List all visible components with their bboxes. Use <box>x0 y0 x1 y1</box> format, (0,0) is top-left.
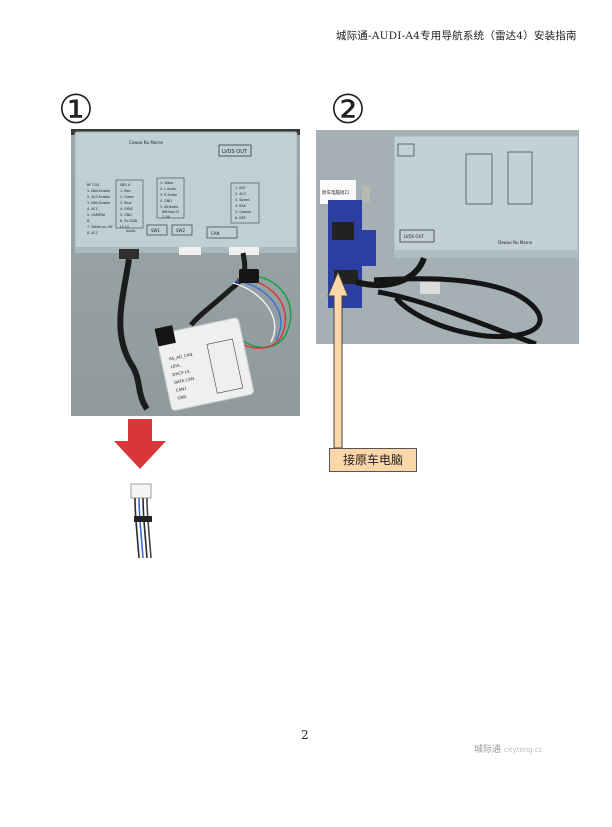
photo-navigation-box-2: LVDS OUT Dewoo Nu Marne 原车电脑接口 <box>316 130 579 344</box>
photo1-col2-0: SBD A <box>120 183 131 187</box>
photo2-sticker-label: 原车电脑接口 <box>322 189 349 196</box>
photo1-col1-1: 1. NAV-Enable <box>87 189 110 193</box>
up-arrow-icon <box>327 270 349 449</box>
photo1-col1-6: 6. <box>87 219 90 223</box>
photo1-usb-line-2: DHCP LS <box>172 369 190 378</box>
photo1-usb-line-1: LEVL <box>170 362 181 369</box>
photo1-btn2: SW2 <box>176 228 185 233</box>
photo1-lvds-label: LVDS OUT <box>222 149 248 155</box>
down-arrow-icon <box>114 419 166 469</box>
photo1-col2-3: 3. Blue <box>120 201 132 205</box>
callout-label-connect-original-computer: 接原车电脑 <box>329 448 417 472</box>
photo-navigation-box-1: Cowoo Nu Marne LVDS OUT RF CUS 1. NAV-En… <box>71 129 300 416</box>
photo2-lvds-label: LVDS OUT <box>404 234 424 239</box>
photo1-btn1: SW1 <box>151 228 160 233</box>
photo1-col4-4: 5. Groove <box>235 210 251 214</box>
photo1-col2-2: 2. Green <box>120 195 134 199</box>
photo1-col3-4: 5. KiHardie <box>160 205 178 209</box>
step-number-1: ① <box>58 87 94 133</box>
photo1-col1-3: 3. NAV-Enable <box>87 201 110 205</box>
photo1-col1-5: 5. CAMERA <box>87 213 106 217</box>
photo1-col4-3: 4. BAK <box>235 204 247 208</box>
footer-logo-sub: citytong.cc <box>504 746 543 754</box>
photo1-usb-line-4: CAN1 <box>175 386 187 393</box>
photo1-col1-8: 8. ACC <box>87 231 99 235</box>
photo1-col1-2: 2. AV3-Enable <box>87 195 110 199</box>
photo1-col2-4: 4. SYNC <box>120 207 134 211</box>
document-header-title: 城际通-AUDI-A4专用导航系统（雷达4）安装指南 <box>336 30 577 42</box>
photo1-col3-5: 6IR-Nav-Vi <box>162 210 179 214</box>
photo1-top-label: Cowoo Nu Marne <box>129 140 163 145</box>
photo1-col2-5: 5. GND <box>120 213 132 217</box>
photo1-col1-0: RF CUS <box>87 183 99 187</box>
photo1-col3-0: 1. Video <box>160 181 173 185</box>
photo1-usb-line-3: DATA CAN <box>174 376 195 385</box>
photo1-col2-8: Audio <box>126 229 135 233</box>
photo1-col2-7: LS LS <box>120 225 129 229</box>
photo1-col3-6: 7. NI <box>162 215 170 219</box>
photo1-col4-1: 2. ACC <box>235 192 247 196</box>
photo1-col3-3: 4. GND <box>160 199 172 203</box>
photo1-col1-4: 4. ACC <box>87 207 99 211</box>
photo1-col1-7: 7. Setter-on-Off <box>87 225 113 229</box>
photo1-usb-line-0: RS_AD_CAN <box>169 352 193 362</box>
page-number: 2 <box>301 728 309 742</box>
photo-connector-harness <box>127 476 157 558</box>
photo1-col2-1: 1. Red <box>120 189 130 193</box>
photo1-col4-2: 3. Speed <box>235 198 250 202</box>
photo1-usb-line-5: GND <box>177 394 187 401</box>
photo1-col3-1: 2. L Audio <box>160 187 176 191</box>
photo2-bottom-label: Dewoo Nu Marne <box>498 240 533 245</box>
photo1-col4-5: 6. DEF <box>235 216 246 220</box>
photo1-col4-0: 1. BAT <box>235 186 246 190</box>
photo1-col3-2: 3. R Audio <box>160 193 177 197</box>
footer-logo-text: 城际通 <box>474 745 502 755</box>
photo1-btn3: CAN <box>211 231 220 236</box>
step-number-2: ② <box>330 87 366 133</box>
photo1-col2-6: 6. 5V-GND <box>120 219 138 223</box>
